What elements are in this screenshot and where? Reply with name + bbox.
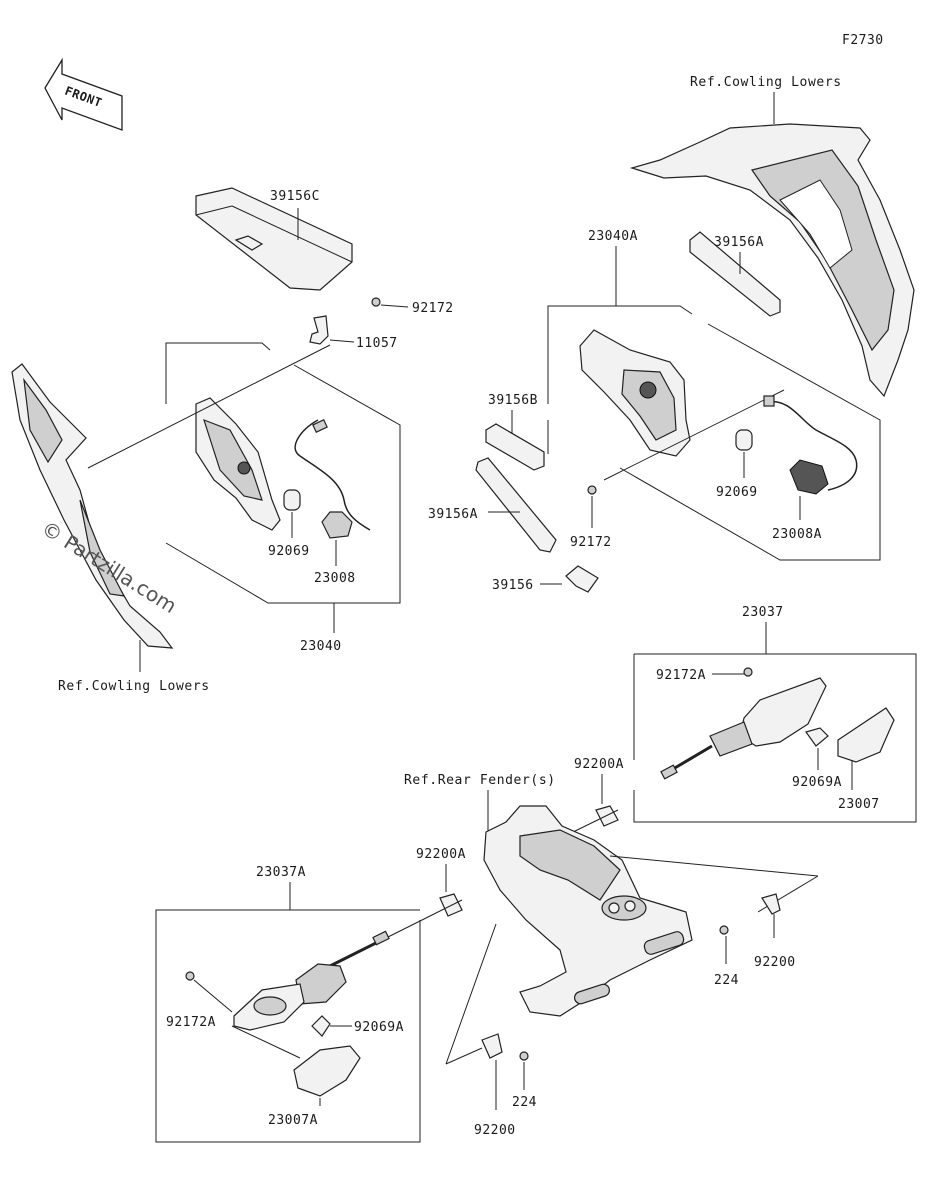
label-39156a-top: 39156A: [714, 235, 764, 250]
strip-39156a-top: [689, 231, 781, 317]
wire-23008: [294, 419, 371, 531]
strip-39156a-mid: [475, 457, 557, 553]
label-23037: 23037: [742, 605, 784, 620]
figure-code: F2730: [842, 33, 884, 48]
label-39156c: 39156C: [270, 189, 320, 204]
label-39156b: 39156B: [488, 393, 538, 408]
pad-39156: [565, 565, 599, 593]
ref-rear-fenders: Ref.Rear Fender(s): [404, 773, 556, 788]
label-224-bottom: 224: [512, 1095, 537, 1110]
lens-23007: [837, 707, 895, 763]
bulb-92069a-right: [805, 727, 829, 747]
label-23008: 23008: [314, 571, 356, 586]
label-92069a-right: 92069A: [792, 775, 842, 790]
label-92172a-right: 92172A: [656, 668, 706, 683]
socket-23008: [321, 511, 353, 539]
license-plate-bracket: [483, 805, 693, 1017]
label-92172-top: 92172: [412, 301, 454, 316]
label-92200a-lower: 92200A: [416, 847, 466, 862]
label-92200a-upper: 92200A: [574, 757, 624, 772]
turn-signal-left: [233, 930, 390, 1031]
label-23007a: 23007A: [268, 1113, 318, 1128]
headlight-housing-left: [195, 397, 281, 531]
label-92069-right: 92069: [716, 485, 758, 500]
screw-92172-mid: [587, 485, 597, 495]
screw-224-bottom: [519, 1051, 529, 1061]
bracket-92200-right: [761, 893, 781, 915]
lens-23007a: [293, 1045, 361, 1097]
label-23008a: 23008A: [772, 527, 822, 542]
bulb-92069-right: [735, 429, 753, 451]
label-224-right: 224: [714, 973, 739, 988]
pad-39156c: [195, 187, 353, 291]
screw-92172a-left: [185, 971, 195, 981]
cowling-lower-right: [629, 123, 915, 398]
socket-23008a: [789, 459, 829, 495]
bracket-92200-bottom: [481, 1033, 503, 1059]
label-23040a: 23040A: [588, 229, 638, 244]
grommet-92200a-upper: [595, 805, 619, 827]
label-23040: 23040: [300, 639, 342, 654]
screw-224-right: [719, 925, 729, 935]
ref-cowling-lowers-right: Ref.Cowling Lowers: [690, 75, 842, 90]
screw-92172a-right: [743, 667, 753, 677]
label-92069a-left: 92069A: [354, 1020, 404, 1035]
label-92200-bottom: 92200: [474, 1123, 516, 1138]
label-92200-right: 92200: [754, 955, 796, 970]
label-92172-mid: 92172: [570, 535, 612, 550]
label-23037a: 23037A: [256, 865, 306, 880]
label-39156a-mid: 39156A: [428, 507, 478, 522]
label-92069-left: 92069: [268, 544, 310, 559]
ref-cowling-lowers-left: Ref.Cowling Lowers: [58, 679, 210, 694]
bulb-92069-left: [283, 489, 301, 511]
bulb-92069a-left: [311, 1015, 331, 1037]
turn-signal-right: [667, 677, 827, 774]
label-23007: 23007: [838, 797, 880, 812]
screw-92172-top: [371, 297, 381, 307]
front-arrow-icon: FRONT: [44, 57, 123, 131]
wire-23008a: [765, 400, 858, 491]
headlight-housing-right: [579, 329, 691, 457]
label-11057: 11057: [356, 336, 398, 351]
watermark: © Partzilla.com: [37, 516, 181, 618]
cowling-lower-left: [11, 363, 174, 649]
bracket-11057: [309, 315, 329, 345]
label-92172a-left: 92172A: [166, 1015, 216, 1030]
block-39156b: [485, 423, 545, 471]
label-39156: 39156: [492, 578, 534, 593]
